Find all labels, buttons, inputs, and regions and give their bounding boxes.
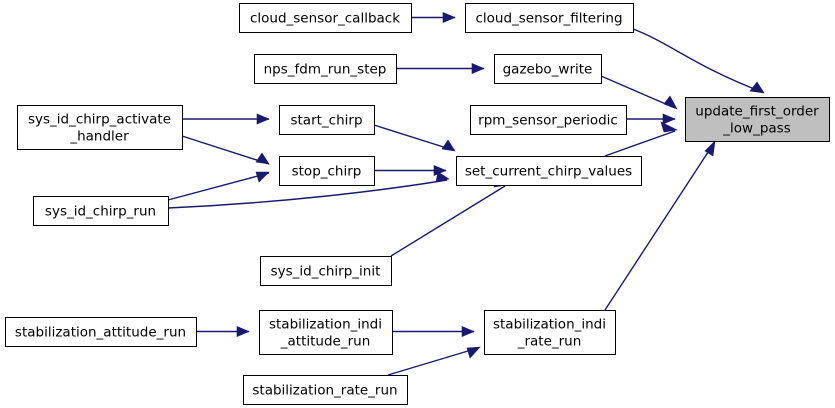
arrowhead-icon xyxy=(236,326,250,337)
node-label: stop_chirp xyxy=(292,164,362,180)
edge-sys_id_chirp_activate_handler-to-stop_chirp xyxy=(181,135,270,165)
edge-line xyxy=(167,179,448,209)
edge-stabilization_rate_run-to-stabilization_indi_rate_run xyxy=(387,346,481,376)
graph-node-stabilization_indi_rate_run[interactable]: stabilization_indi_rate_run xyxy=(484,310,616,355)
edge-cloud_sensor_callback-to-cloud_sensor_filtering xyxy=(411,12,456,23)
node-box[interactable] xyxy=(279,156,375,186)
edge-line xyxy=(167,172,270,201)
nodes-layer: cloud_sensor_callback cloud_sensor_filter… xyxy=(5,3,830,405)
node-box[interactable] xyxy=(470,105,627,135)
node-label: nps_fdm_run_step xyxy=(264,62,387,78)
arrowhead-icon xyxy=(255,152,270,165)
graph-node-sys_id_chirp_run[interactable]: sys_id_chirp_run xyxy=(33,196,169,226)
node-box[interactable] xyxy=(254,54,397,84)
arrowhead-icon xyxy=(663,95,678,110)
node-box[interactable] xyxy=(279,105,375,135)
arrowhead-icon xyxy=(704,140,716,157)
node-label: stabilization_rate_run xyxy=(252,383,397,399)
node-label: _handler xyxy=(69,129,129,145)
node-box[interactable] xyxy=(5,317,197,347)
edge-line xyxy=(181,135,270,165)
edge-rpm_sensor_periodic-to-update_first_order_low_pass xyxy=(626,113,676,125)
graph-node-update_first_order_low_pass[interactable]: update_first_order_low_pass xyxy=(685,97,830,142)
graph-node-stabilization_attitude_run[interactable]: stabilization_attitude_run xyxy=(5,317,197,347)
node-box[interactable] xyxy=(243,375,408,405)
node-label: _attitude_run xyxy=(280,334,371,350)
arrowhead-icon xyxy=(255,171,270,183)
arrowhead-icon xyxy=(662,113,676,125)
arrowhead-icon xyxy=(749,81,765,94)
node-label: gazebo_write xyxy=(503,62,593,78)
graph-node-rpm_sensor_periodic[interactable]: rpm_sensor_periodic xyxy=(470,105,627,135)
graph-node-cloud_sensor_filtering[interactable]: cloud_sensor_filtering xyxy=(465,3,634,33)
arrowhead-icon xyxy=(442,12,456,23)
edge-stabilization_indi_attitude_run-to-stabilization_indi_rate_run xyxy=(392,326,475,337)
node-box[interactable] xyxy=(33,196,169,226)
edge-stabilization_indi_rate_run-to-update_first_order_low_pass xyxy=(604,140,716,311)
edge-start_chirp-to-set_current_chirp_values xyxy=(373,124,456,152)
node-label: sys_id_chirp_init xyxy=(271,264,381,280)
node-label: sys_id_chirp_activate xyxy=(28,112,171,128)
node-box[interactable] xyxy=(17,105,183,150)
graph-node-sys_id_chirp_activate_handler[interactable]: sys_id_chirp_activate_handler xyxy=(17,105,183,150)
node-box[interactable] xyxy=(239,3,412,33)
edge-cloud_sensor_filtering-to-update_first_order_low_pass xyxy=(632,28,765,94)
arrowhead-icon xyxy=(441,139,456,152)
node-label: cloud_sensor_filtering xyxy=(475,11,622,27)
edge-stabilization_attitude_run-to-stabilization_indi_attitude_run xyxy=(196,326,250,337)
node-box[interactable] xyxy=(484,310,616,355)
graph-node-stabilization_indi_attitude_run[interactable]: stabilization_indi_attitude_run xyxy=(259,310,393,355)
node-label: set_current_chirp_values xyxy=(465,164,632,180)
graph-node-start_chirp[interactable]: start_chirp xyxy=(279,105,375,135)
edge-sys_id_chirp_init-to-set_current_chirp_values xyxy=(390,177,508,257)
graph-node-stop_chirp[interactable]: stop_chirp xyxy=(279,156,375,186)
arrowhead-icon xyxy=(471,63,485,74)
edge-gazebo_write-to-update_first_order_low_pass xyxy=(600,75,678,110)
edge-line xyxy=(390,185,506,257)
graph-node-stabilization_rate_run[interactable]: stabilization_rate_run xyxy=(243,375,408,405)
node-label: _low_pass xyxy=(722,121,790,137)
arrowhead-icon xyxy=(660,121,678,133)
edge-line xyxy=(604,130,676,157)
node-box[interactable] xyxy=(465,3,634,33)
node-label: start_chirp xyxy=(290,113,362,129)
node-label: sys_id_chirp_run xyxy=(45,204,156,220)
arrowhead-icon xyxy=(435,171,450,183)
node-label: stabilization_indi xyxy=(269,317,382,333)
graph-node-cloud_sensor_callback[interactable]: cloud_sensor_callback xyxy=(239,3,412,33)
node-box[interactable] xyxy=(259,310,393,355)
arrowhead-icon xyxy=(256,113,270,125)
graph-node-gazebo_write[interactable]: gazebo_write xyxy=(494,54,602,84)
graph-node-nps_fdm_run_step[interactable]: nps_fdm_run_step xyxy=(254,54,397,84)
arrowhead-icon xyxy=(461,326,475,337)
node-box[interactable] xyxy=(685,97,830,142)
edge-stop_chirp-to-set_current_chirp_values xyxy=(374,165,447,176)
edge-sys_id_chirp_run-to-set_current_chirp_values xyxy=(167,171,450,209)
node-label: rpm_sensor_periodic xyxy=(478,113,618,129)
node-box[interactable] xyxy=(456,156,642,186)
arrowhead-icon xyxy=(466,346,481,359)
edge-line xyxy=(373,124,454,151)
node-label: _rate_run xyxy=(517,334,582,350)
node-label: stabilization_indi xyxy=(493,317,606,333)
node-box[interactable] xyxy=(260,256,392,286)
node-label: update_first_order xyxy=(695,104,819,120)
edge-line xyxy=(600,75,676,109)
node-label: stabilization_attitude_run xyxy=(15,325,186,341)
node-label: cloud_sensor_callback xyxy=(250,11,400,27)
edge-sys_id_chirp_activate_handler-to-start_chirp xyxy=(182,113,270,125)
graph-node-set_current_chirp_values[interactable]: set_current_chirp_values xyxy=(456,156,642,186)
edge-line xyxy=(632,28,763,93)
edge-set_current_chirp_values-to-update_first_order_low_pass xyxy=(604,121,678,157)
edge-line xyxy=(387,347,479,376)
edge-line xyxy=(604,142,715,311)
graph-node-sys_id_chirp_init[interactable]: sys_id_chirp_init xyxy=(260,256,392,286)
node-box[interactable] xyxy=(494,54,602,84)
edge-sys_id_chirp_run-to-stop_chirp xyxy=(167,171,270,201)
edge-nps_fdm_run_step-to-gazebo_write xyxy=(396,63,485,74)
